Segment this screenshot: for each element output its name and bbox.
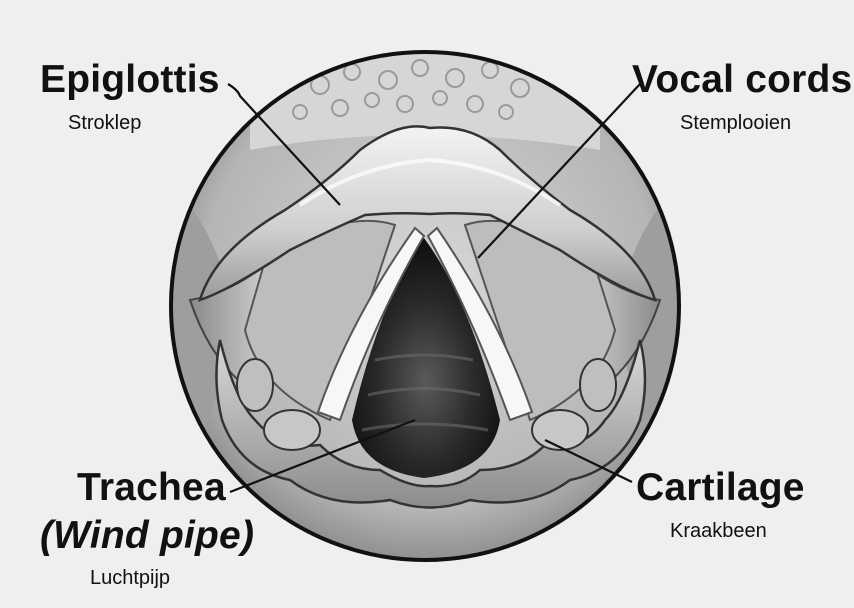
vocal-cords-label: Vocal cords [632, 58, 852, 102]
larynx-view [160, 40, 700, 580]
cartilage-label: Cartilage [636, 466, 805, 510]
vocal-cords-dutch-label: Stemplooien [680, 112, 791, 135]
epiglottis-dutch-label: Stroklep [68, 112, 141, 135]
trachea-dutch-label: Luchtpijp [90, 567, 170, 590]
cartilage-dutch-label: Kraakbeen [670, 520, 767, 543]
epiglottis-label: Epiglottis [40, 58, 220, 102]
trachea-alt-label: (Wind pipe) [40, 514, 254, 558]
trachea-label: Trachea [77, 466, 226, 510]
